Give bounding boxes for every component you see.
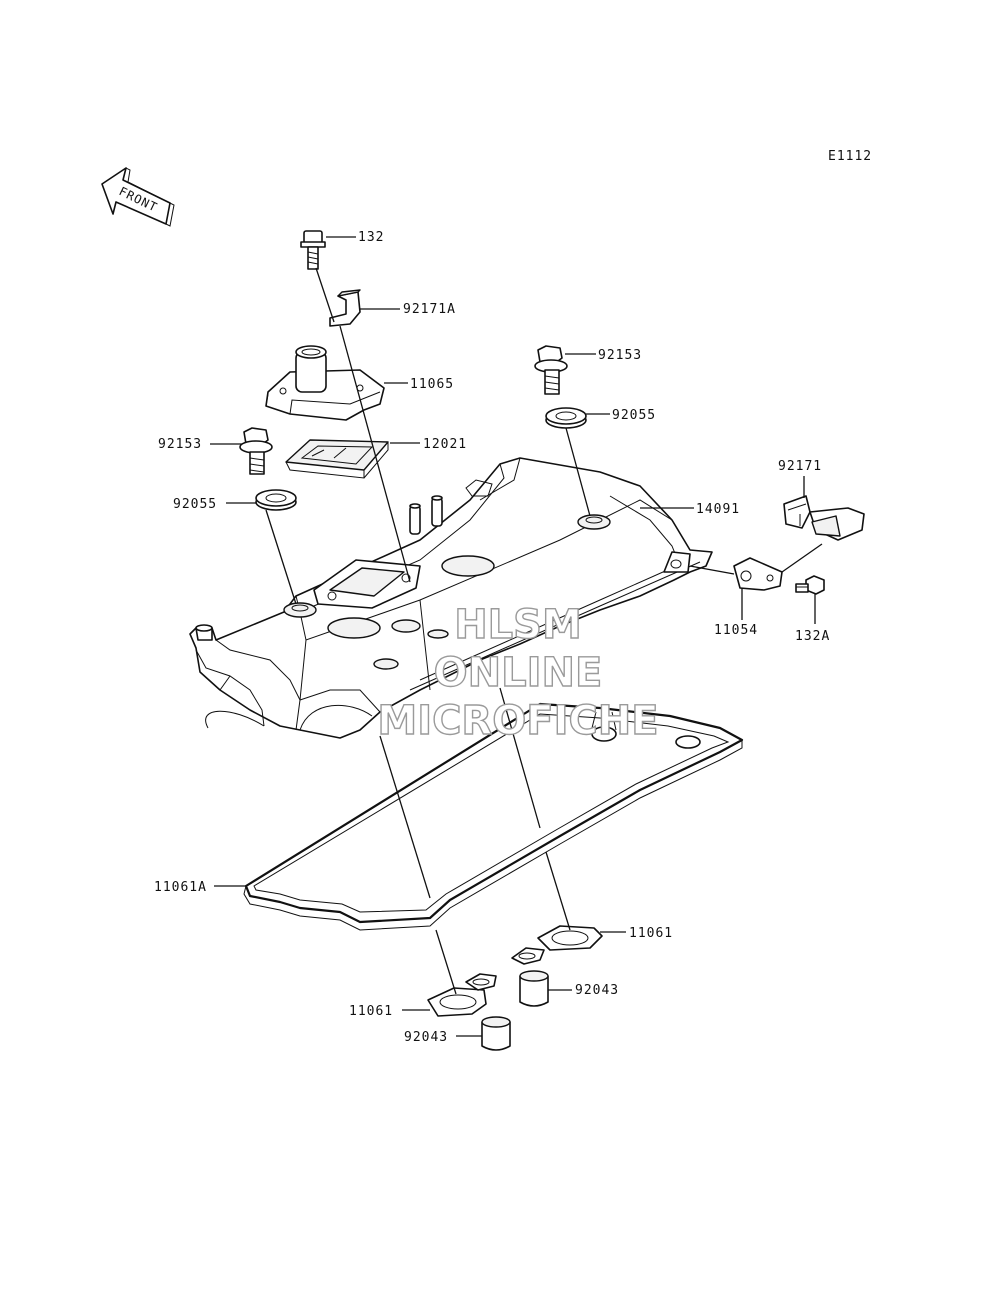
cover-11065 [265,345,385,421]
bracket-11054 [733,557,783,591]
collar-92043-left [481,1016,511,1051]
bolt-132 [300,230,326,270]
plate-12021 [285,439,389,479]
label-132A: 132A [795,629,830,644]
diagram-code: E1112 [828,149,872,164]
label-92055-right: 92055 [612,408,656,423]
label-11065: 11065 [410,377,454,392]
watermark-line-2: ONLINE [434,650,603,696]
label-92153-left: 92153 [158,437,202,452]
label-92055-left: 92055 [173,497,217,512]
bracket-92171 [783,495,865,541]
bolt-132A [795,575,825,595]
label-11061-right: 11061 [629,926,673,941]
gasket-11061A [243,702,744,931]
label-92043-right: 92043 [575,983,619,998]
head-cover-14091 [189,457,713,739]
label-11061-left: 11061 [349,1004,393,1019]
bracket-92171A [329,289,361,327]
label-92171: 92171 [778,459,822,474]
watermark-line-3: MICROFICHE [377,698,658,744]
label-132: 132 [358,230,384,245]
bolt-92153-left [239,427,273,475]
assembly-lines [265,267,823,995]
label-92153-right: 92153 [598,348,642,363]
label-11061A: 11061A [154,880,207,895]
front-arrow-icon: FRONT [101,167,175,227]
label-12021: 12021 [423,437,467,452]
washer-92055-left [255,489,297,511]
gasket-11061-left [427,973,497,1017]
label-11054: 11054 [714,623,758,638]
label-92171A: 92171A [403,302,456,317]
bolt-92153-right [534,345,568,395]
watermark: HLSM ONLINE MICROFICHE [377,601,660,744]
gasket-11061-right [511,925,603,965]
label-14091: 14091 [696,502,740,517]
washer-92055-right [545,407,587,429]
collar-92043-right [519,970,549,1007]
watermark-line-1: HLSM [454,602,582,648]
label-92043-left: 92043 [404,1030,448,1045]
